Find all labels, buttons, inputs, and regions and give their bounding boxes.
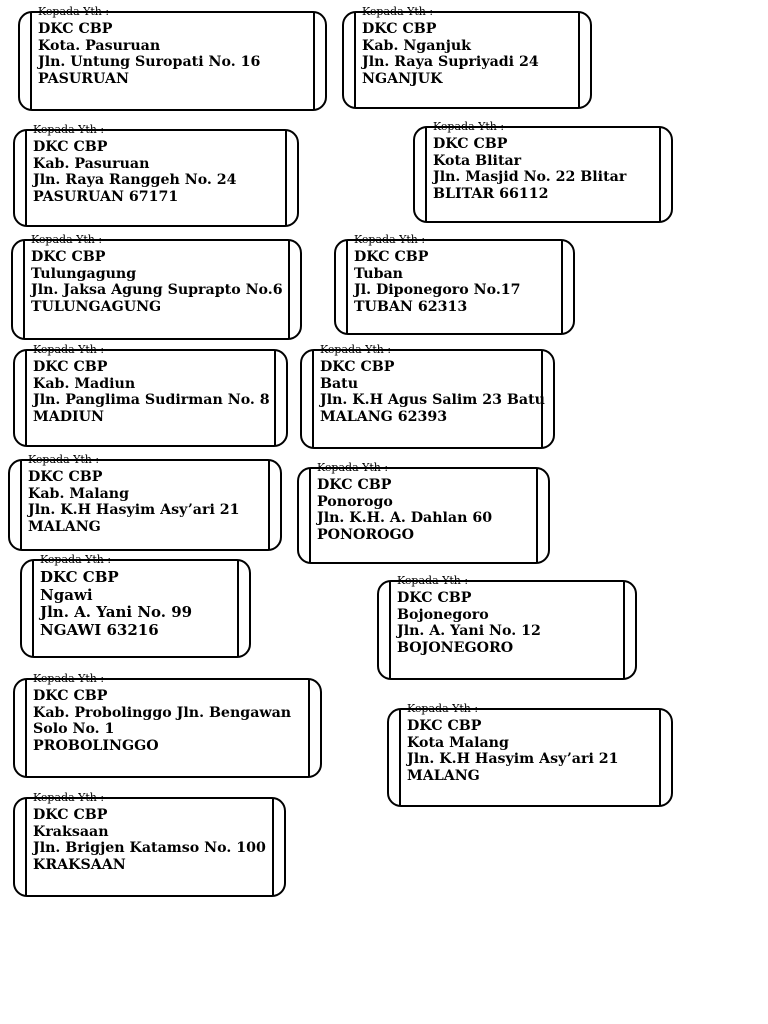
recipient-org: DKC CBP [33, 359, 108, 375]
recipient-city: NGAWI 63216 [40, 620, 159, 639]
recipient-city: KRAKSAAN [33, 856, 126, 873]
recipient-region: Batu [320, 375, 359, 392]
kepada-yth-text: Kepada Yth : [33, 123, 105, 136]
recipient-region: Kab. Nganjuk [362, 37, 471, 54]
recipient-street: Jl. Diponegoro No.17 [354, 282, 521, 299]
recipient-region: Kota. Pasuruan [38, 37, 161, 54]
recipient-region: Ngawi [40, 585, 93, 604]
recipient-org: DKC CBP [28, 469, 103, 485]
kepada-yth-text: Kepada Yth : [397, 574, 469, 587]
recipient-city: MALANG 62393 [320, 408, 448, 425]
recipient-org: DKC CBP [433, 136, 508, 152]
recipient-region: Kab. Pasuruan [33, 155, 150, 172]
kepada-yth-text: Kepada Yth : [31, 233, 103, 246]
kepada-yth-text: Kepada Yth : [407, 702, 479, 715]
recipient-city: PROBOLINGGO [33, 737, 159, 754]
address-label-bojonegoro: Kepada Yth : DKC CBP Bojonegoro Jln. A. … [377, 575, 637, 680]
kepada-yth-text: Kepada Yth : [354, 233, 426, 246]
recipient-street: Jln. Raya Supriyadi 24 [362, 54, 539, 71]
address-label-madiun: Kepada Yth : DKC CBP Kab. Madiun Jln. Pa… [13, 344, 288, 447]
address-label-ngawi: Kepada Yth : DKC CBP Ngawi Jln. A. Yani … [20, 554, 251, 658]
recipient-city: BOJONEGORO [397, 639, 514, 656]
recipient-org: DKC CBP [320, 359, 395, 375]
recipient-city: PASURUAN 67171 [33, 188, 179, 205]
recipient-org: DKC CBP [40, 568, 119, 586]
recipient-street: Jln. A. Yani No. 99 [40, 603, 193, 621]
kepada-yth-text: Kepada Yth : [33, 343, 105, 356]
recipient-street: Solo No. 1 [33, 721, 115, 738]
recipient-region: Ponorogo [317, 493, 393, 510]
recipient-street: Jln. Brigjen Katamso No. 100 [33, 840, 266, 857]
recipient-org: DKC CBP [31, 249, 106, 265]
recipient-city: PASURUAN [38, 70, 129, 87]
recipient-street: Jln. Untung Suropati No. 16 [38, 54, 261, 71]
recipient-street: Jln. K.H Agus Salim 23 Batu [320, 392, 545, 409]
recipient-street: Jln. K.H. A. Dahlan 60 [317, 510, 493, 527]
kepada-yth-text: Kepada Yth : [33, 791, 105, 804]
recipient-region: Kraksaan [33, 823, 109, 840]
recipient-org: DKC CBP [397, 590, 472, 606]
recipient-org: DKC CBP [317, 477, 392, 493]
recipient-city: BLITAR 66112 [433, 185, 549, 202]
recipient-city: NGANJUK [362, 70, 443, 87]
recipient-street: Jln. Panglima Sudirman No. 8 [33, 392, 270, 409]
recipient-region: Kab. Probolinggo Jln. Bengawan [33, 704, 292, 721]
kepada-yth-text: Kepada Yth : [38, 5, 110, 18]
recipient-org: DKC CBP [362, 21, 437, 37]
kepada-yth-text: Kepada Yth : [362, 5, 434, 18]
recipient-region: Kab. Malang [28, 485, 130, 502]
recipient-org: DKC CBP [407, 718, 482, 734]
address-label-blitar: Kepada Yth : DKC CBP Kota Blitar Jln. Ma… [413, 121, 673, 223]
recipient-street: Jln. A. Yani No. 12 [397, 623, 541, 640]
address-label-tuban: Kepada Yth : DKC CBP Tuban Jl. Diponegor… [334, 234, 575, 335]
kepada-yth-text: Kepada Yth : [33, 672, 105, 685]
address-label-tulungagung: Kepada Yth : DKC CBP Tulungagung Jln. Ja… [11, 234, 302, 340]
recipient-org: DKC CBP [33, 139, 108, 155]
kepada-yth-text: Kepada Yth : [40, 553, 112, 566]
recipient-city: TUBAN 62313 [354, 298, 468, 315]
recipient-org: DKC CBP [354, 249, 429, 265]
recipient-region: Tuban [354, 265, 403, 282]
recipient-city: MALANG [407, 767, 480, 784]
address-label-pasuruan-kota: Kepada Yth : DKC CBP Kota. Pasuruan Jln.… [18, 6, 327, 111]
address-label-probolinggo: Kepada Yth : DKC CBP Kab. Probolinggo Jl… [13, 673, 322, 778]
address-label-nganjuk: Kepada Yth : DKC CBP Kab. Nganjuk Jln. R… [342, 6, 592, 109]
recipient-city: PONOROGO [317, 526, 414, 543]
kepada-yth-text: Kepada Yth : [28, 453, 100, 466]
recipient-region: Kota Blitar [433, 152, 522, 169]
recipient-org: DKC CBP [33, 688, 108, 704]
address-label-kraksaan: Kepada Yth : DKC CBP Kraksaan Jln. Brigj… [13, 792, 286, 897]
recipient-region: Kab. Madiun [33, 375, 136, 392]
recipient-city: TULUNGAGUNG [31, 298, 162, 315]
recipient-region: Tulungagung [31, 265, 137, 282]
address-label-kota-malang: Kepada Yth : DKC CBP Kota Malang Jln. K.… [387, 703, 673, 807]
address-label-batu: Kepada Yth : DKC CBP Batu Jln. K.H Agus … [300, 344, 555, 449]
address-label-malang-kab: Kepada Yth : DKC CBP Kab. Malang Jln. K.… [8, 454, 282, 551]
recipient-street: Jln. K.H Hasyim Asy’ari 21 [28, 502, 240, 519]
recipient-city: MADIUN [33, 408, 104, 425]
recipient-street: Jln. K.H Hasyim Asy’ari 21 [407, 751, 619, 768]
recipient-street: Jln. Jaksa Agung Suprapto No.6 [31, 282, 283, 299]
recipient-org: DKC CBP [33, 807, 108, 823]
address-label-ponorogo: Kepada Yth : DKC CBP Ponorogo Jln. K.H. … [297, 462, 550, 564]
recipient-city: MALANG [28, 518, 101, 535]
recipient-street: Jln. Masjid No. 22 Blitar [433, 169, 627, 186]
kepada-yth-text: Kepada Yth : [433, 120, 505, 133]
recipient-street: Jln. Raya Ranggeh No. 24 [33, 172, 237, 189]
address-label-pasuruan-kab: Kepada Yth : DKC CBP Kab. Pasuruan Jln. … [13, 124, 299, 227]
recipient-region: Kota Malang [407, 734, 509, 751]
kepada-yth-text: Kepada Yth : [317, 461, 389, 474]
recipient-region: Bojonegoro [397, 606, 489, 623]
kepada-yth-text: Kepada Yth : [320, 343, 392, 356]
recipient-org: DKC CBP [38, 21, 113, 37]
